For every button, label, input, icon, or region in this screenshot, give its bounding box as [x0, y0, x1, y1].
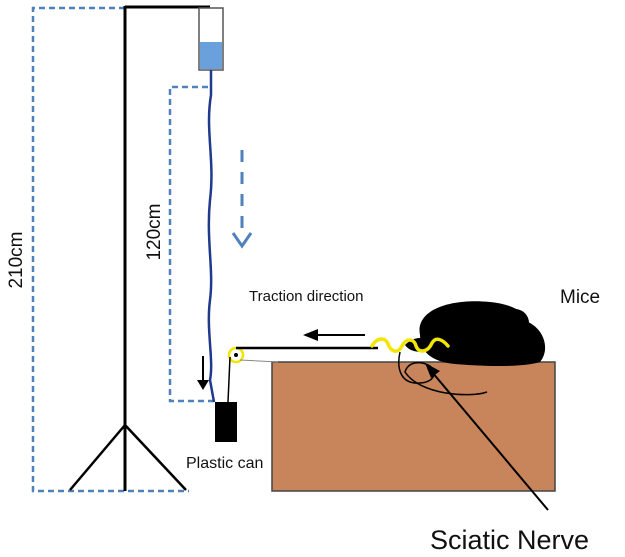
infusion-tube: [207, 70, 216, 403]
mice-label: Mice: [560, 287, 600, 308]
mouse-silhouette: [405, 301, 546, 366]
flow-arrow: [231, 150, 253, 249]
pulley-support: [239, 359, 279, 363]
total-height-bracket: [31, 6, 189, 493]
down-arrow: [197, 356, 209, 390]
sciatic-nerve: [370, 337, 450, 353]
drop-height-bracket: [168, 85, 218, 403]
plastic-can: [215, 402, 237, 442]
sciatic-nerve-label: Sciatic Nerve: [430, 525, 589, 555]
traction-direction-label: Traction direction: [249, 288, 364, 305]
plastic-can-label: Plastic can: [186, 455, 263, 472]
tripod-base: [69, 424, 187, 491]
traction-arrow: [303, 329, 365, 341]
drop-height-label: 120cm: [144, 203, 165, 260]
sciatic-pointer: [425, 363, 549, 511]
total-height-label: 210cm: [6, 231, 27, 288]
pulley: [227, 346, 245, 364]
infusion-bottle: [198, 7, 224, 71]
traction-string-vertical: [227, 356, 231, 403]
